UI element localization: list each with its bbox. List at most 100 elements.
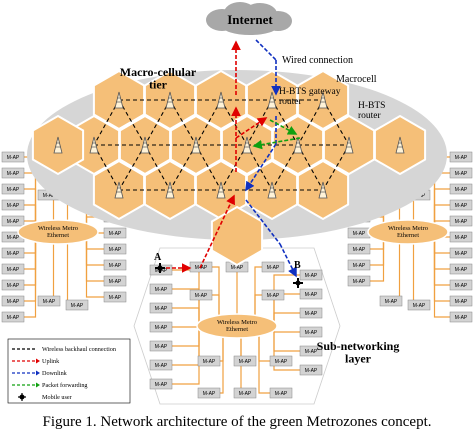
m-ap-node: M-AP [269,355,293,367]
wireless-metro-hub [196,313,278,339]
m-ap-node: M-AP [1,279,25,291]
backhaul-link [322,144,350,191]
macrocell-label: Macrocell [336,74,377,85]
m-ap-node: M-AP [299,364,323,376]
m-ap-node: M-AP [149,359,173,371]
mobile-user-b [293,278,303,288]
m-ap-label: M-AP [455,283,468,289]
bts-tower-icon [140,136,150,154]
m-ap-label: M-AP [71,303,84,309]
m-ap-node: M-AP [299,307,323,319]
m-ap-node: M-AP [197,387,221,399]
m-ap-node: M-AP [149,340,173,352]
m-ap-label: M-AP [305,292,318,298]
m-ap-node: M-AP [449,247,473,259]
m-ap-label: M-AP [109,263,122,269]
m-ap-label: M-AP [195,293,208,299]
legend-label: Downlink [42,370,68,377]
m-ap-label: M-AP [455,235,468,241]
m-ap-node: M-AP [299,326,323,338]
legend-item: Packet forwarding [12,382,88,389]
backhaul-link [322,99,350,146]
m-ap-node: M-AP [299,345,323,357]
m-ap-label: M-AP [385,299,398,305]
user-b-label: B [294,260,301,271]
bts-tower-icon [216,91,226,109]
m-ap-node: M-AP [197,355,221,367]
bts-tower-icon [165,181,175,199]
packet-forwarding-arrows [252,119,301,150]
m-ap-node: M-AP [449,311,473,323]
m-ap-label: M-AP [7,171,20,177]
m-ap-label: M-AP [109,247,122,253]
m-ap-node: M-AP [65,299,89,311]
backhaul-link [169,99,197,146]
legend-item: Uplink [12,358,60,365]
backhaul-link [271,99,299,146]
backhaul-link [169,144,197,191]
m-ap-node: M-AP [1,199,25,211]
m-ap-label: M-AP [455,187,468,193]
m-ap-node: M-AP [103,275,127,287]
m-ap-node: M-AP [103,259,127,271]
m-ap-node: M-AP [449,263,473,275]
bts-tower-icon [216,181,226,199]
bts-tower-icon [89,136,99,154]
bts-tower-icon [395,136,405,154]
bts-tower-icon [165,91,175,109]
m-ap-node: M-AP [449,199,473,211]
m-ap-node: M-AP [379,295,403,307]
legend-item: Wireless backhaul connection [12,346,116,353]
m-ap-label: M-AP [353,231,366,237]
m-ap-label: M-AP [155,344,168,350]
m-ap-node: M-AP [103,227,127,239]
m-ap-label: M-AP [203,359,216,365]
m-ap-label: M-AP [455,219,468,225]
bts-tower-icon [242,136,252,154]
m-ap-label: M-AP [455,267,468,273]
m-ap-node: M-AP [1,167,25,179]
m-ap-label: M-AP [109,295,122,301]
m-ap-label: M-AP [305,273,318,279]
bts-tower-icon [114,91,124,109]
m-ap-node: M-AP [449,151,473,163]
uplink-arrows [166,40,268,273]
m-ap-label: M-AP [305,330,318,336]
m-ap-node: M-AP [103,291,127,303]
m-ap-node: M-AP [149,283,173,295]
bts-towers [53,91,405,199]
m-ap-label: M-AP [413,303,426,309]
m-ap-label: M-AP [353,279,366,285]
m-ap-label: M-AP [7,219,20,225]
bts-tower-icon [267,181,277,199]
bts-tower-icon [53,136,63,154]
m-ap-node: M-AP [37,295,61,307]
mobile-user-a [155,263,165,273]
m-ap-node: M-AP [1,263,25,275]
m-ap-label: M-AP [353,247,366,253]
bts-tower-icon [318,181,328,199]
bts-tower-icon [293,136,303,154]
network-diagram: M-AP M-AP M-AP M-AP M-AP M-AP M-AP M-AP M-AP M-AP… [1,2,473,405]
m-ap-node: M-AP [1,215,25,227]
legend-label: Packet forwarding [42,382,88,389]
m-ap-label: M-AP [7,267,20,273]
backhaul-link [220,144,248,191]
m-ap-label: M-AP [455,171,468,177]
m-ap-label: M-AP [7,203,20,209]
legend-item: Mobile user [18,393,72,401]
m-ap-label: M-AP [7,155,20,161]
legend: Wireless backhaul connectionUplinkDownli… [7,338,131,404]
m-ap-node: M-AP [449,167,473,179]
m-ap-label: M-AP [305,311,318,317]
m-ap-node: M-AP [449,279,473,291]
m-ap-label: M-AP [455,315,468,321]
m-ap-label: M-AP [109,231,122,237]
m-ap-node: M-AP [1,247,25,259]
m-ap-label: M-AP [455,251,468,257]
m-ap-node: M-AP [261,261,285,273]
m-ap-node: M-AP [347,243,371,255]
m-ap-node: M-AP [299,269,323,281]
m-ap-label: M-AP [455,203,468,209]
